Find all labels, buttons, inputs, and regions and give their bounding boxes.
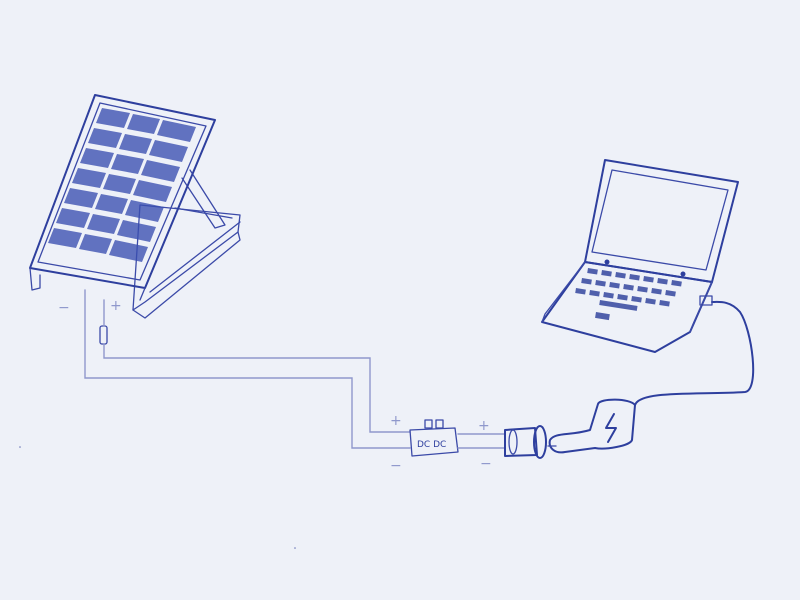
car-socket [505, 426, 546, 458]
positive-wire [104, 344, 410, 432]
panel-cells [48, 108, 196, 262]
laptop-display [592, 170, 728, 270]
converter-label: DC DC [417, 440, 446, 450]
solar-panel [30, 95, 240, 318]
laptop [542, 160, 738, 352]
laptop-touchpad [595, 312, 610, 320]
panel-minus-label: − [58, 300, 70, 316]
converter-out-minus-label: − [480, 456, 492, 472]
laptop-car-adapter [548, 400, 635, 453]
converter-in-plus-label: + [390, 413, 402, 429]
laptop-keyboard [575, 268, 682, 320]
dc-dc-converter: DC DC [410, 420, 458, 456]
negative-wire [85, 290, 410, 448]
converter-in-minus-label: − [390, 458, 402, 474]
panel-plus-label: + [110, 298, 122, 314]
panel-stand-leg [182, 170, 225, 228]
panel-to-converter-wires [85, 290, 410, 448]
lightning-icon [606, 414, 616, 442]
inline-fuse [100, 326, 107, 344]
converter-out-plus-label: + [478, 418, 490, 434]
adapter-to-laptop-cable [635, 302, 753, 405]
